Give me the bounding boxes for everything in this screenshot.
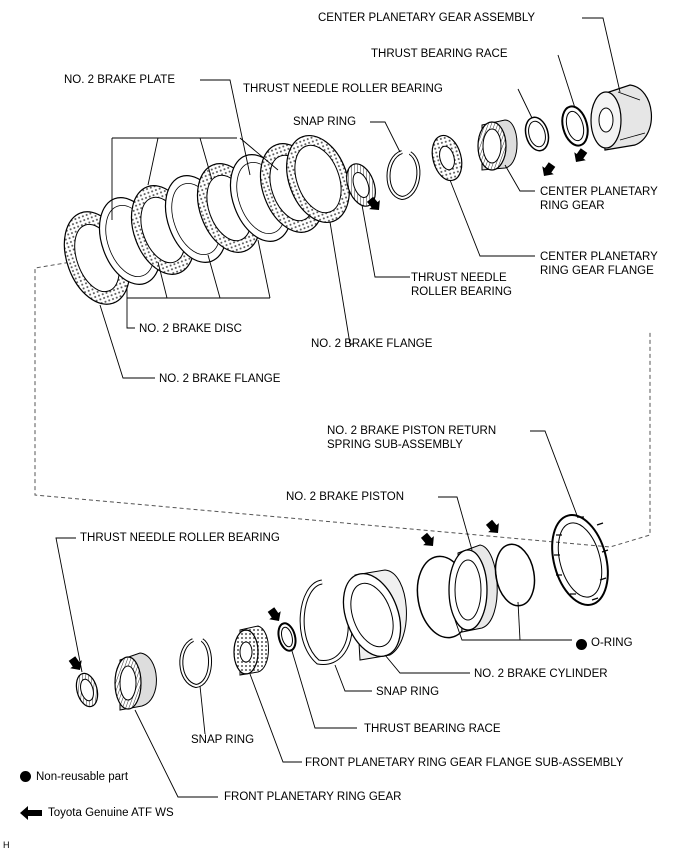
label-no2-brake-disc: NO. 2 BRAKE DISC — [139, 323, 242, 335]
atf-arrow-icon — [483, 517, 504, 538]
non-reusable-dot-icon — [20, 771, 31, 783]
thrust-bearing-race-top-part — [561, 105, 589, 147]
no2-brake-flange-right-part — [286, 134, 350, 224]
label-center-planetary-ring-gear-flange: CENTER PLANETARY RING GEAR FLANGE — [540, 251, 658, 277]
legend-non-reusable: Non-reusable part — [20, 771, 128, 783]
label-no2-brake-flange-right: NO. 2 BRAKE FLANGE — [311, 338, 433, 350]
front-planetary-ring-gear-flange-part — [233, 625, 269, 676]
no2-brake-cylinder-part — [342, 569, 407, 661]
atf-arrow-icon — [66, 654, 86, 675]
thrust-bearing-race-bottom-part — [277, 622, 297, 652]
label-no2-brake-flange-left: NO. 2 BRAKE FLANGE — [159, 373, 281, 385]
label-snap-ring-top: SNAP RING — [293, 116, 357, 128]
atf-arrow-icon — [265, 605, 285, 626]
thrust-needle-roller-bearing-mid-part — [346, 163, 376, 207]
legend-atf-text: Toyota Genuine ATF WS — [48, 807, 174, 820]
snap-ring-top-part — [386, 150, 421, 201]
atf-arrow-icon — [570, 146, 590, 167]
label-thrust-needle-roller-bearing-mid: THRUST NEEDLE ROLLER BEARING — [411, 272, 512, 298]
label-front-planetary-ring-gear-flange: FRONT PLANETARY RING GEAR FLANGE SUB-ASS… — [305, 757, 624, 769]
figure-code: H — [3, 840, 10, 850]
label-thrust-needle-roller-bearing-top: THRUST NEEDLE ROLLER BEARING — [243, 83, 443, 95]
center-planetary-ring-gear-part — [477, 119, 518, 171]
label-snap-ring-bottom-right: SNAP RING — [376, 686, 440, 698]
legend-atf: Toyota Genuine ATF WS — [20, 806, 174, 820]
center-planetary-ring-gear-flange-part — [431, 134, 463, 182]
label-thrust-bearing-race-top: THRUST BEARING RACE — [371, 48, 508, 60]
o-ring-inner-part — [494, 543, 536, 607]
label-snap-ring-bottom-left: SNAP RING — [191, 734, 255, 746]
non-reusable-dot-icon — [576, 639, 587, 650]
thrust-needle-roller-bearing-bottom-part — [75, 672, 99, 708]
thrust-needle-roller-bearing-top-part — [524, 116, 550, 152]
atf-arrow-icon — [20, 806, 42, 820]
label-no2-brake-piston-return-spring: NO. 2 BRAKE PISTON RETURN SPRING SUB-ASS… — [327, 425, 497, 451]
label-o-ring: O-RING — [591, 637, 633, 649]
no2-brake-piston-part — [448, 544, 498, 633]
front-planetary-ring-gear-part — [114, 652, 157, 711]
label-no2-brake-piston: NO. 2 BRAKE PISTON — [286, 491, 405, 503]
label-thrust-needle-roller-bearing-bottom: THRUST NEEDLE ROLLER BEARING — [80, 532, 280, 544]
label-no2-brake-plate: NO. 2 BRAKE PLATE — [64, 74, 175, 86]
center-planetary-gear-assembly-part — [590, 84, 652, 151]
label-thrust-bearing-race-bottom: THRUST BEARING RACE — [364, 723, 501, 735]
atf-arrow-icon — [538, 160, 558, 181]
dashed-guide-frame — [34, 257, 651, 548]
label-center-planetary-ring-gear: CENTER PLANETARY RING GEAR — [540, 186, 658, 212]
snap-ring-bottom-left-part — [179, 638, 213, 689]
atf-arrow-icon — [418, 530, 439, 551]
label-front-planetary-ring-gear: FRONT PLANETARY RING GEAR — [224, 791, 402, 803]
legend-non-reusable-text: Non-reusable part — [36, 771, 129, 783]
snap-ring-bottom-right-part — [299, 579, 353, 665]
no2-brake-piston-return-spring-part — [551, 514, 609, 606]
leader-lines — [55, 17, 621, 798]
label-center-planetary-gear-assembly: CENTER PLANETARY GEAR ASSEMBLY — [318, 12, 536, 24]
label-no2-brake-cylinder: NO. 2 BRAKE CYLINDER — [474, 668, 608, 680]
